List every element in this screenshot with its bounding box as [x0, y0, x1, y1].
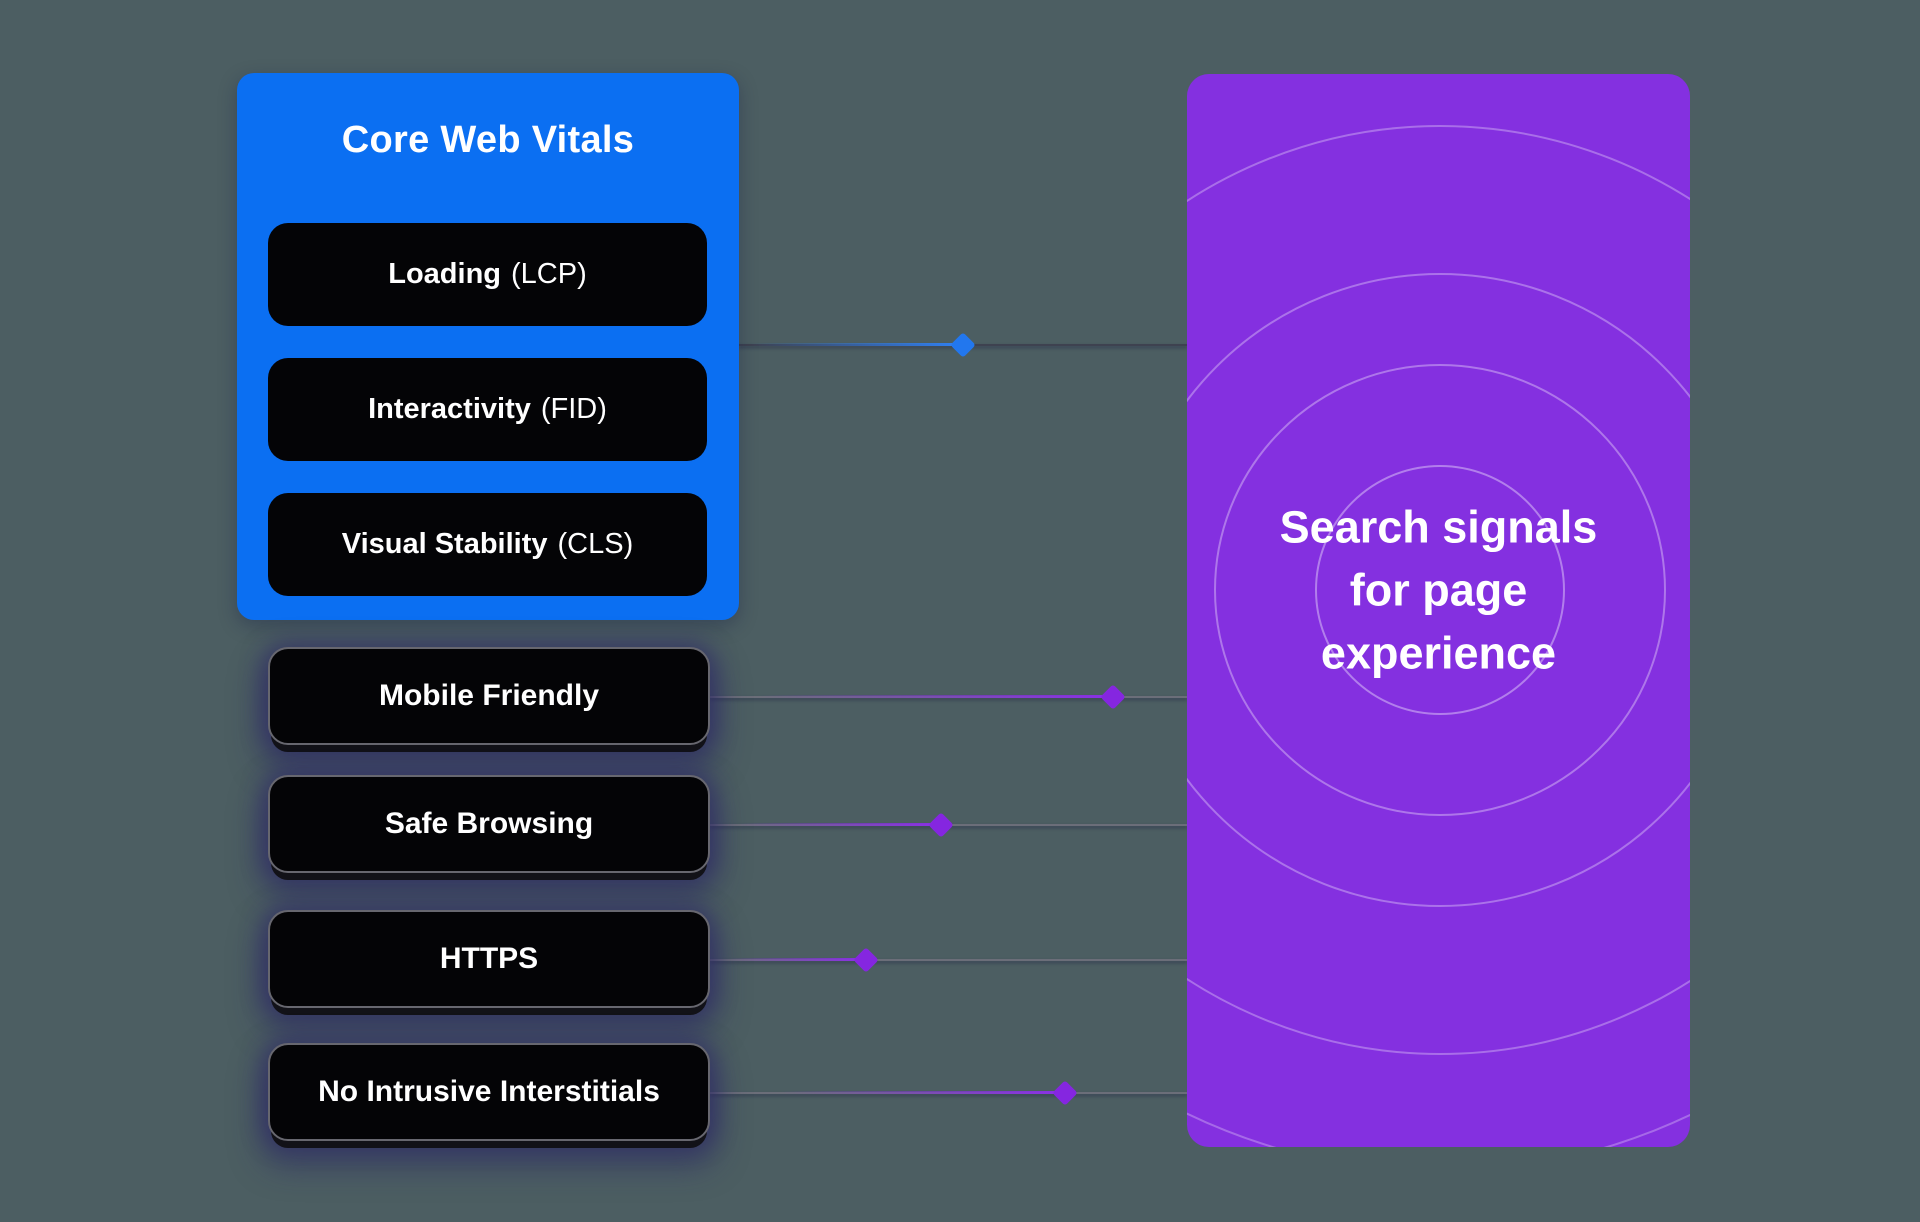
metric-abbr: (LCP)	[511, 258, 587, 290]
connector-line	[710, 959, 1187, 961]
signal-label: Mobile Friendly	[378, 679, 600, 712]
connector-gradient	[710, 958, 866, 961]
metric-label: Interactivity	[368, 393, 531, 425]
diamond-node-icon	[928, 812, 954, 838]
connector-gradient	[710, 823, 941, 826]
connector-mobile-friendly	[710, 684, 1187, 710]
connector-gradient	[710, 1091, 1065, 1094]
signal-pill-no-intrusive-interstitials: No Intrusive Interstitials	[268, 1043, 710, 1141]
core-web-vitals-title: Core Web Vitals	[341, 119, 635, 161]
metric-pill-visual-stability: Visual Stability (CLS)	[268, 493, 707, 596]
diamond-node-icon	[1100, 684, 1126, 710]
signal-label: Safe Browsing	[384, 807, 594, 840]
diamond-node-icon	[853, 947, 879, 973]
signal-pill-mobile-friendly: Mobile Friendly	[268, 647, 710, 745]
signal-pill-safe-browsing: Safe Browsing	[268, 775, 710, 873]
diamond-node-icon	[950, 332, 976, 358]
search-signals-title-line: experience	[1320, 627, 1557, 679]
core-web-vitals-card: Core Web Vitals Loading (LCP) Interactiv…	[237, 73, 739, 620]
signal-pill-https: HTTPS	[268, 910, 710, 1008]
signal-label: HTTPS	[439, 942, 539, 975]
signal-label: No Intrusive Interstitials	[318, 1075, 660, 1108]
search-signals-title-line: Search signals	[1279, 501, 1598, 553]
connector-no-intrusive-interstitials	[710, 1080, 1187, 1106]
search-signals-title-line: for page	[1349, 564, 1528, 616]
metric-pill-interactivity: Interactivity (FID)	[268, 358, 707, 461]
connector-safe-browsing	[710, 812, 1187, 838]
metric-abbr: (CLS)	[557, 528, 634, 560]
connector-gradient	[739, 343, 963, 346]
metric-label: Visual Stability	[341, 528, 548, 560]
diamond-node-icon	[1052, 1080, 1078, 1106]
metric-label: Loading	[388, 258, 502, 290]
connector-gradient	[710, 695, 1113, 698]
search-signals-title: Search signals for page experience	[1187, 496, 1690, 685]
metric-pill-loading: Loading (LCP)	[268, 223, 707, 326]
metric-abbr: (FID)	[540, 393, 607, 425]
connector-core-web-vitals	[739, 332, 1187, 358]
connector-https	[710, 947, 1187, 973]
search-signals-panel: Search signals for page experience	[1187, 74, 1690, 1147]
